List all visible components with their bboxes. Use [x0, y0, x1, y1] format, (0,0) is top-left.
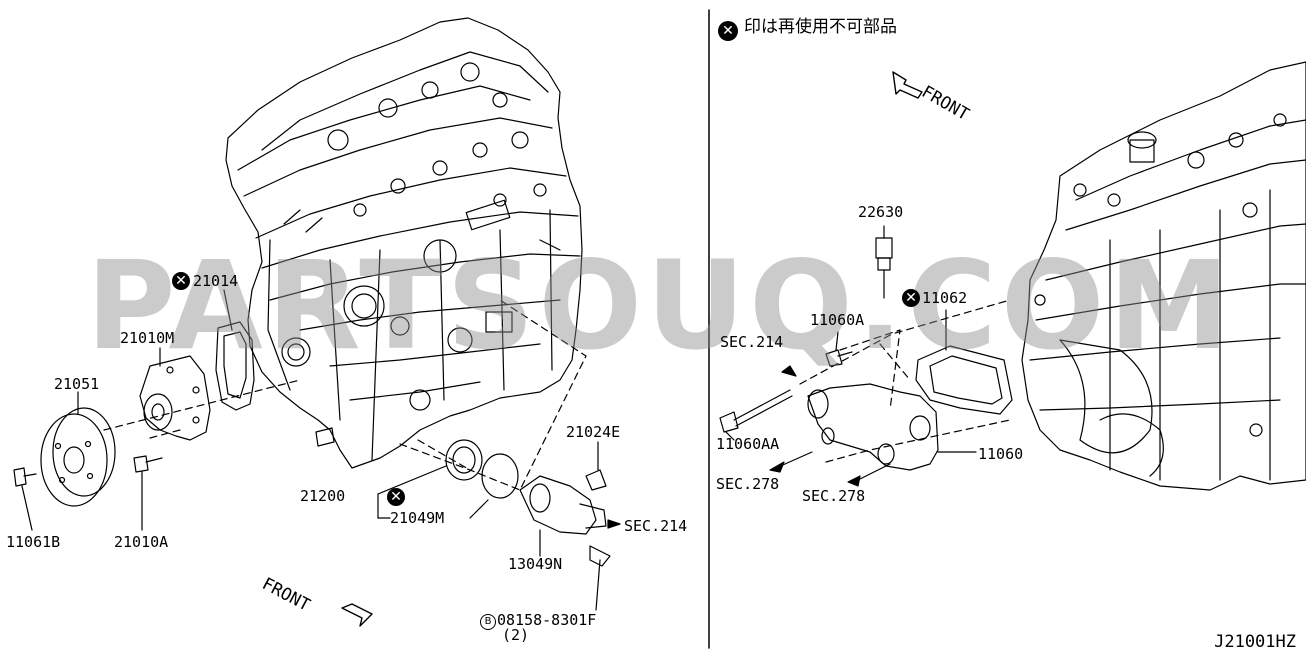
diagram-code: J21001HZ: [1214, 632, 1296, 652]
section-ref-sec278-b[interactable]: SEC.278: [802, 487, 866, 505]
non-reusable-mark-21049m: ✕: [387, 488, 405, 506]
sensor-22630: [875, 225, 893, 299]
water-pump-21010m: [139, 355, 211, 441]
part-label-21049m[interactable]: 21049M: [390, 509, 445, 527]
front-left-arrow: [341, 603, 373, 627]
pulley-21051: [40, 407, 116, 507]
sec214-right-arrow: [781, 365, 797, 377]
oring-21049m: [481, 453, 519, 499]
cross-circle-icon: ✕: [718, 21, 738, 41]
part-quantity-08158: (2): [502, 626, 530, 644]
non-reusable-mark-21014: ✕: [172, 272, 190, 290]
section-ref-sec278-a[interactable]: SEC.278: [716, 475, 780, 493]
part-label-11060aa[interactable]: 11060AA: [716, 435, 780, 453]
part-label-21051[interactable]: 21051: [54, 375, 100, 393]
part-number-08158: 08158-8301F: [497, 611, 597, 629]
front-right-arrow: [892, 71, 923, 99]
bolt-11060aa: [719, 389, 793, 441]
section-ref-sec214-right[interactable]: SEC.214: [720, 333, 784, 351]
part-label-21200[interactable]: 21200: [300, 487, 346, 505]
legend: ✕ 印は再使用不可部品: [718, 12, 897, 41]
sec214-left-arrow: [607, 519, 621, 529]
part-label-11062[interactable]: 11062: [922, 289, 968, 307]
part-label-13049n[interactable]: 13049N: [508, 555, 563, 573]
bolt-prefix-icon: B: [480, 614, 496, 630]
part-label-11060a[interactable]: 11060A: [810, 311, 865, 329]
part-label-22630[interactable]: 22630: [858, 203, 904, 221]
gasket-11062: [915, 309, 1013, 415]
left-engine-block: [225, 17, 583, 469]
section-ref-sec214-left[interactable]: SEC.214: [624, 517, 688, 535]
thermostat-21200: [377, 439, 483, 495]
legend-text: 印は再使用不可部品: [744, 17, 897, 37]
clip-21024e: [585, 469, 607, 491]
left-leaders: [77, 289, 619, 525]
bolt-11061b: [13, 467, 37, 531]
part-label-11061b[interactable]: 11061B: [6, 533, 61, 551]
part-label-21014[interactable]: 21014: [193, 272, 239, 290]
housing-13049n: [519, 475, 607, 557]
bolt-08158: [589, 545, 611, 611]
sec278-b-arrow: [847, 475, 861, 487]
part-label-21010a[interactable]: 21010A: [114, 533, 169, 551]
non-reusable-mark-11062: ✕: [902, 289, 920, 307]
right-dashed-leaders: [799, 299, 1011, 463]
part-label-21024e[interactable]: 21024E: [566, 423, 621, 441]
bolt-21010a: [133, 455, 163, 531]
bolt-11060a: [825, 331, 853, 367]
part-label-11060[interactable]: 11060: [978, 445, 1024, 463]
water-outlet-11060: [807, 383, 977, 471]
right-engine-block: [1021, 61, 1306, 491]
gasket-21014: [215, 321, 255, 411]
part-label-21010m[interactable]: 21010M: [120, 329, 175, 347]
left-dashed-leaders: [103, 299, 587, 491]
